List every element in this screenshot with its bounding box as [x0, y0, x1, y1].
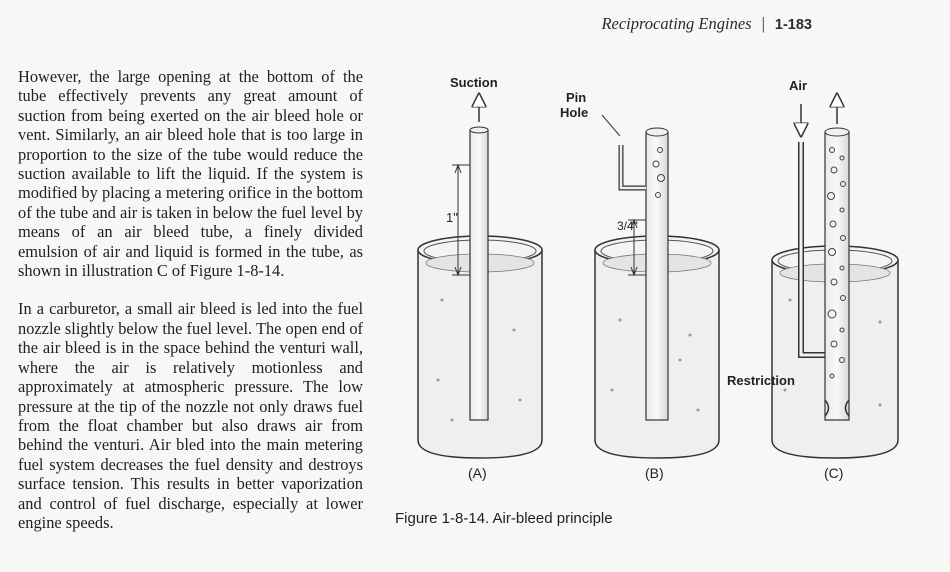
pin-hole-tube [618, 145, 646, 191]
panel-a-label: (A) [468, 465, 487, 481]
tube-c [824, 131, 850, 421]
pin-hole-label-line1: Pin [566, 90, 586, 105]
dimension-a-label: 1" [446, 210, 458, 225]
paragraph: However, the large opening at the bottom… [18, 67, 364, 281]
figure-caption: Figure 1-8-14. Air-bleed principle [395, 510, 613, 527]
panel-b: Pin Hole 3/4" (B) [560, 90, 720, 481]
suction-label: Suction [450, 75, 498, 90]
restriction [824, 399, 850, 417]
panel-c-label: (C) [824, 465, 843, 481]
panel-b-label: (B) [645, 465, 664, 481]
air-label: Air [789, 78, 807, 93]
pin-hole-label-line2: Hole [560, 105, 588, 120]
body-text-column: However, the large opening at the bottom… [18, 67, 363, 532]
restriction-label: Restriction [727, 373, 795, 388]
book-title: Reciprocating Engines [601, 14, 752, 33]
air-bleed-figure: 1" (A) Pin Hole [380, 60, 940, 500]
panel-a: 1" (A) [417, 100, 543, 481]
panel-c: Restriction (C) [727, 100, 899, 481]
tube-b [645, 131, 669, 421]
header-separator: | [761, 14, 765, 33]
tube-a [469, 129, 489, 421]
air-bleed-diagram: 1" (A) Pin Hole [417, 75, 899, 481]
page-number: 1-183 [774, 17, 812, 33]
paragraph: In a carburetor, a small air bleed is le… [18, 299, 363, 532]
pin-hole-pointer [601, 114, 621, 137]
dimension-b-label: 3/4" [617, 219, 638, 233]
running-header: Reciprocating Engines | 1-183 [601, 14, 812, 34]
